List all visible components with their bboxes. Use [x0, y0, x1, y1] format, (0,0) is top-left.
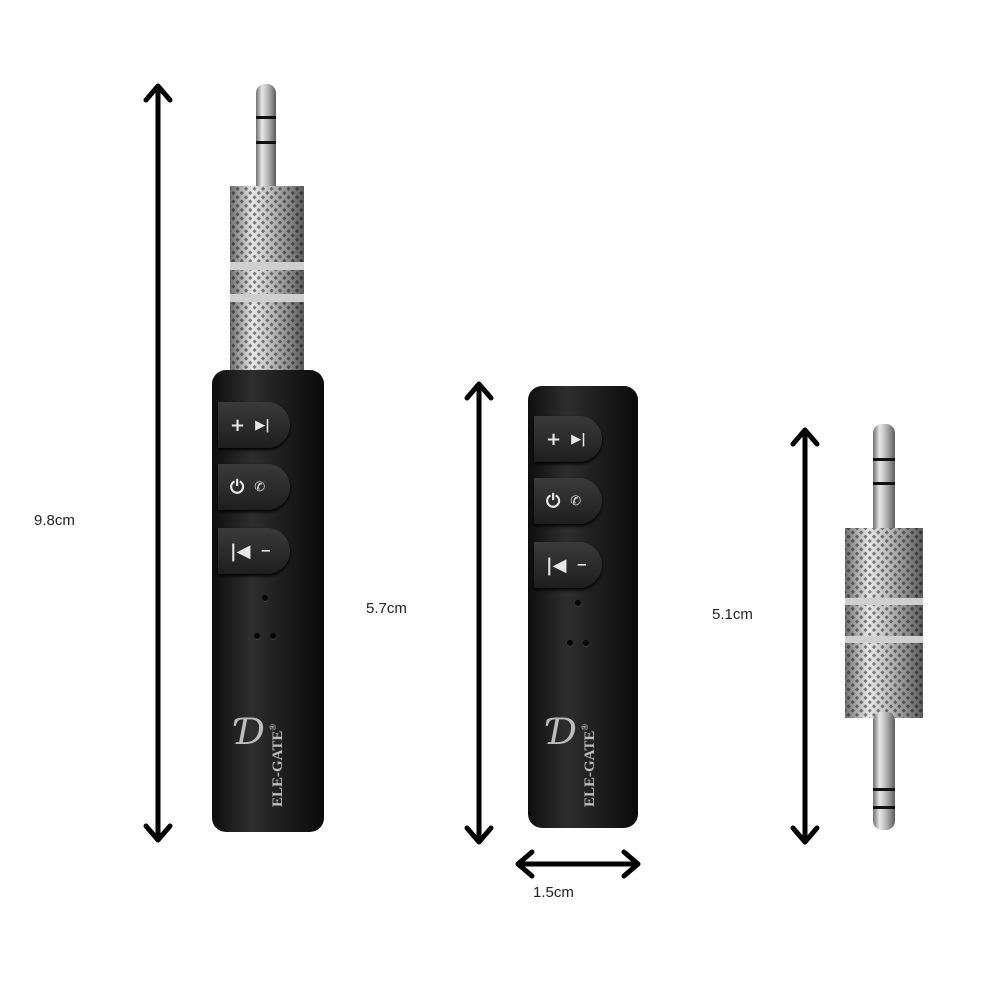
receiver2-mic-hole — [583, 640, 589, 646]
previous-track-icon: |◀ — [546, 554, 567, 576]
knurled-collar — [230, 186, 304, 370]
receiver2-mic-hole — [567, 640, 573, 646]
arrow-full-length — [143, 83, 173, 843]
audio-plug-pin — [256, 84, 276, 194]
next-track-icon: ▶| — [571, 431, 586, 447]
receiver2-logo: Ɗ — [548, 712, 577, 753]
full-length-label: 9.8cm — [34, 512, 75, 529]
registered-mark: ® — [580, 723, 590, 731]
arrow-adapter-length — [790, 427, 820, 845]
power-icon: ⏻ — [546, 490, 561, 512]
receiver1-button-2[interactable]: ⏻✆ — [218, 464, 290, 510]
phone-icon: ✆ — [570, 493, 582, 509]
previous-track-icon: |◀ — [230, 540, 251, 562]
receiver1-brand-name: ELE-GATE® — [268, 724, 287, 807]
next-track-icon: ▶| — [255, 417, 270, 433]
receiver2-button-3[interactable]: |◀− — [534, 542, 602, 588]
audio-adapter — [845, 424, 923, 830]
registered-mark: ® — [268, 723, 278, 731]
body-width-label: 1.5cm — [533, 884, 574, 901]
adapter-length-label: 5.1cm — [712, 606, 753, 623]
body-length-label: 5.7cm — [366, 600, 407, 617]
receiver2-brand-name: ELE-GATE® — [580, 724, 599, 807]
receiver2-button-2[interactable]: ⏻✆ — [534, 478, 602, 524]
power-icon: ⏻ — [230, 476, 245, 498]
phone-icon: ✆ — [254, 479, 266, 495]
plus-icon: + — [546, 428, 562, 450]
receiver2-led-indicator — [575, 600, 581, 606]
receiver1-mic-hole — [254, 633, 260, 639]
receiver1-led-indicator — [262, 595, 268, 601]
minus-icon: − — [576, 557, 588, 573]
receiver1-mic-hole — [270, 633, 276, 639]
receiver1-logo: Ɗ — [236, 712, 265, 753]
receiver-with-plug — [212, 84, 324, 832]
brand-text: ELE-GATE — [270, 730, 286, 807]
minus-icon: − — [260, 543, 272, 559]
arrow-body-length — [464, 381, 494, 845]
plus-icon: + — [230, 414, 246, 436]
receiver1-button-3[interactable]: |◀− — [218, 528, 290, 574]
receiver2-button-1[interactable]: + ▶| — [534, 416, 602, 462]
receiver1-button-1[interactable]: + ▶| — [218, 402, 290, 448]
arrow-body-width — [515, 849, 641, 879]
brand-text: ELE-GATE — [582, 730, 598, 807]
